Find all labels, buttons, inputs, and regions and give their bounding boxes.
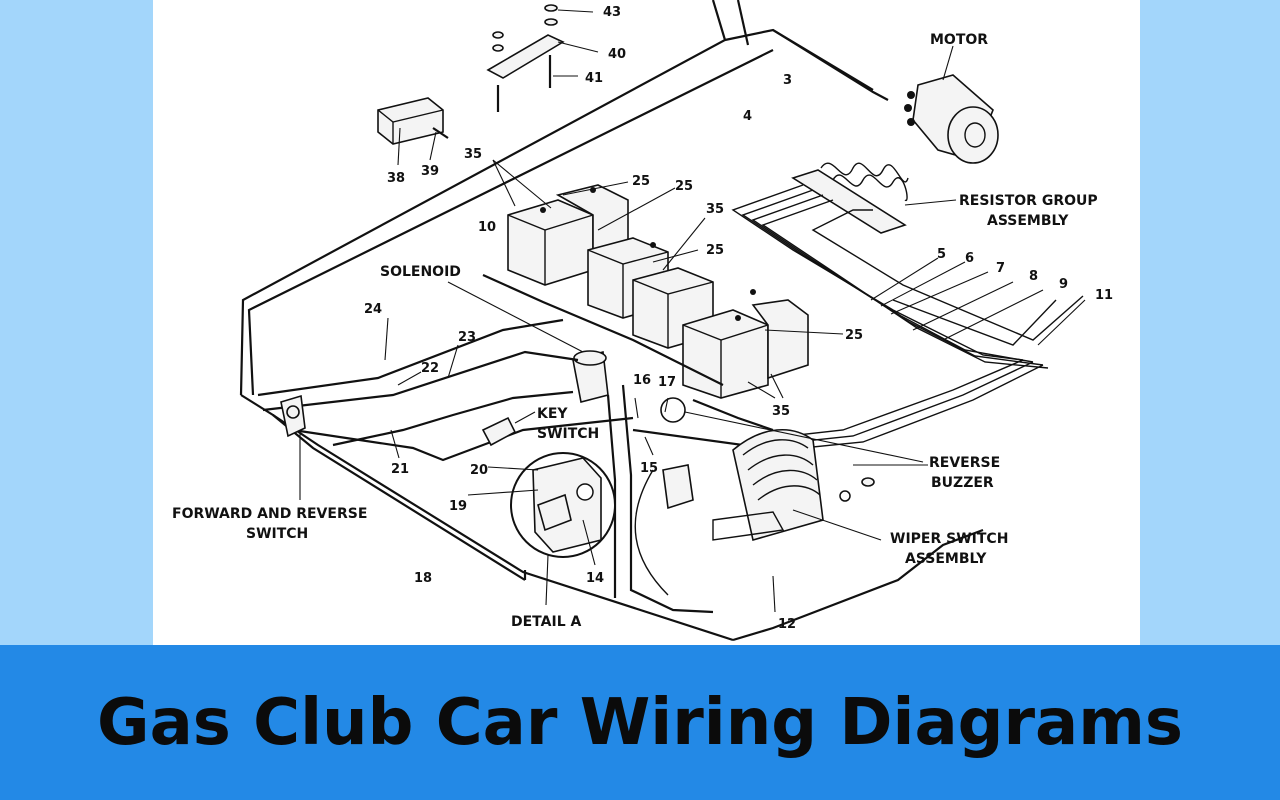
label-reverse: REVERSE xyxy=(929,455,1000,471)
label-wiper-switch: WIPER SWITCH xyxy=(890,531,1008,547)
resistor-group xyxy=(791,162,957,234)
callout-15: 15 xyxy=(640,461,658,476)
callout-11: 11 xyxy=(1095,288,1113,303)
callout-35-bottom: 35 xyxy=(772,404,790,419)
callout-9: 9 xyxy=(1059,277,1068,292)
label-wiper-assembly: ASSEMBLY xyxy=(905,551,987,567)
callout-19: 19 xyxy=(449,499,467,514)
detail-a xyxy=(467,452,616,606)
wiring-diagram-svg: MOTOR RESISTOR GROUP ASSEMBLY SOLENOID K… xyxy=(172,0,1113,642)
label-forward-reverse-switch: SWITCH xyxy=(246,526,308,542)
callout-16: 16 xyxy=(633,373,651,388)
callout-18: 18 xyxy=(414,571,432,586)
callout-25-c: 25 xyxy=(706,243,724,258)
label-buzzer: BUZZER xyxy=(931,475,994,491)
wiring-diagram: MOTOR RESISTOR GROUP ASSEMBLY SOLENOID K… xyxy=(153,0,1140,645)
label-key: KEY xyxy=(537,406,568,422)
callout-25-a: 25 xyxy=(632,174,650,189)
callout-12: 12 xyxy=(778,617,796,632)
label-detail-a: DETAIL A xyxy=(511,614,581,630)
callout-8: 8 xyxy=(1029,269,1038,284)
callout-39: 39 xyxy=(421,164,439,179)
callout-43: 43 xyxy=(603,5,621,20)
callout-6: 6 xyxy=(965,251,974,266)
reverse-buzzer xyxy=(634,397,924,463)
chassis-bracket-38 xyxy=(377,97,449,166)
callout-3: 3 xyxy=(783,73,792,88)
wiper-switch-assembly xyxy=(662,429,928,613)
callout-numbers: 43 40 41 3 4 35 38 39 25 25 35 25 10 5 6… xyxy=(364,5,1113,632)
callout-17: 17 xyxy=(658,375,676,390)
forward-reverse-switch xyxy=(280,394,306,500)
callout-21: 21 xyxy=(391,462,409,477)
callout-38: 38 xyxy=(387,171,405,186)
batteries xyxy=(492,159,844,399)
motor xyxy=(904,45,999,164)
callout-4: 4 xyxy=(743,109,752,124)
callout-5: 5 xyxy=(937,247,946,262)
callout-10: 10 xyxy=(478,220,496,235)
callout-23: 23 xyxy=(458,330,476,345)
page-title: Gas Club Car Wiring Diagrams xyxy=(97,685,1183,760)
label-resistor-assembly: ASSEMBLY xyxy=(987,213,1069,229)
part-labels: MOTOR RESISTOR GROUP ASSEMBLY SOLENOID K… xyxy=(172,32,1098,630)
callout-14: 14 xyxy=(586,571,604,586)
key-switch xyxy=(481,411,536,447)
callout-25-b: 25 xyxy=(675,179,693,194)
mount-bracket-parts xyxy=(486,4,599,112)
callout-35-mid: 35 xyxy=(706,202,724,217)
label-resistor-group: RESISTOR GROUP xyxy=(959,193,1098,209)
solenoid xyxy=(447,281,609,403)
callout-25-d: 25 xyxy=(845,328,863,343)
title-banner: Gas Club Car Wiring Diagrams xyxy=(0,645,1280,800)
callout-40: 40 xyxy=(608,47,626,62)
label-solenoid: SOLENOID xyxy=(380,264,461,280)
label-motor: MOTOR xyxy=(930,32,988,48)
callout-35-top: 35 xyxy=(464,147,482,162)
callout-22: 22 xyxy=(421,361,439,376)
callout-24: 24 xyxy=(364,302,382,317)
wire-bundle xyxy=(731,184,1086,453)
callout-20: 20 xyxy=(470,463,488,478)
label-key-switch: SWITCH xyxy=(537,426,599,442)
callout-41: 41 xyxy=(585,71,603,86)
callout-7: 7 xyxy=(996,261,1005,276)
chassis-frame xyxy=(239,0,984,642)
label-forward-reverse: FORWARD AND REVERSE xyxy=(172,506,367,522)
